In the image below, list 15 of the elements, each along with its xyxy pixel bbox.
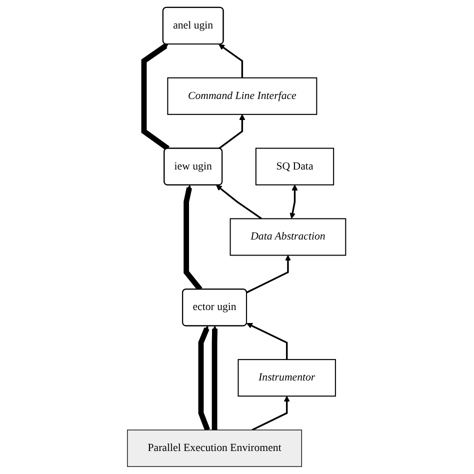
arrow bbox=[246, 322, 288, 360]
arrow bbox=[290, 184, 298, 219]
node-box: SQ Data bbox=[256, 148, 335, 186]
arrow bbox=[218, 114, 246, 150]
node-box: Command Line Interface bbox=[168, 77, 318, 115]
node-box: Data Abstraction bbox=[230, 218, 347, 256]
arrow bbox=[142, 44, 170, 151]
arrow bbox=[252, 396, 290, 431]
arrow bbox=[246, 255, 292, 294]
arrow bbox=[198, 326, 210, 431]
node-box: Instrumentor bbox=[238, 359, 336, 397]
arrow bbox=[212, 326, 218, 430]
arrow bbox=[216, 184, 263, 220]
arrow bbox=[219, 44, 244, 78]
node-box: Parallel Execution Enviroment bbox=[128, 430, 302, 467]
